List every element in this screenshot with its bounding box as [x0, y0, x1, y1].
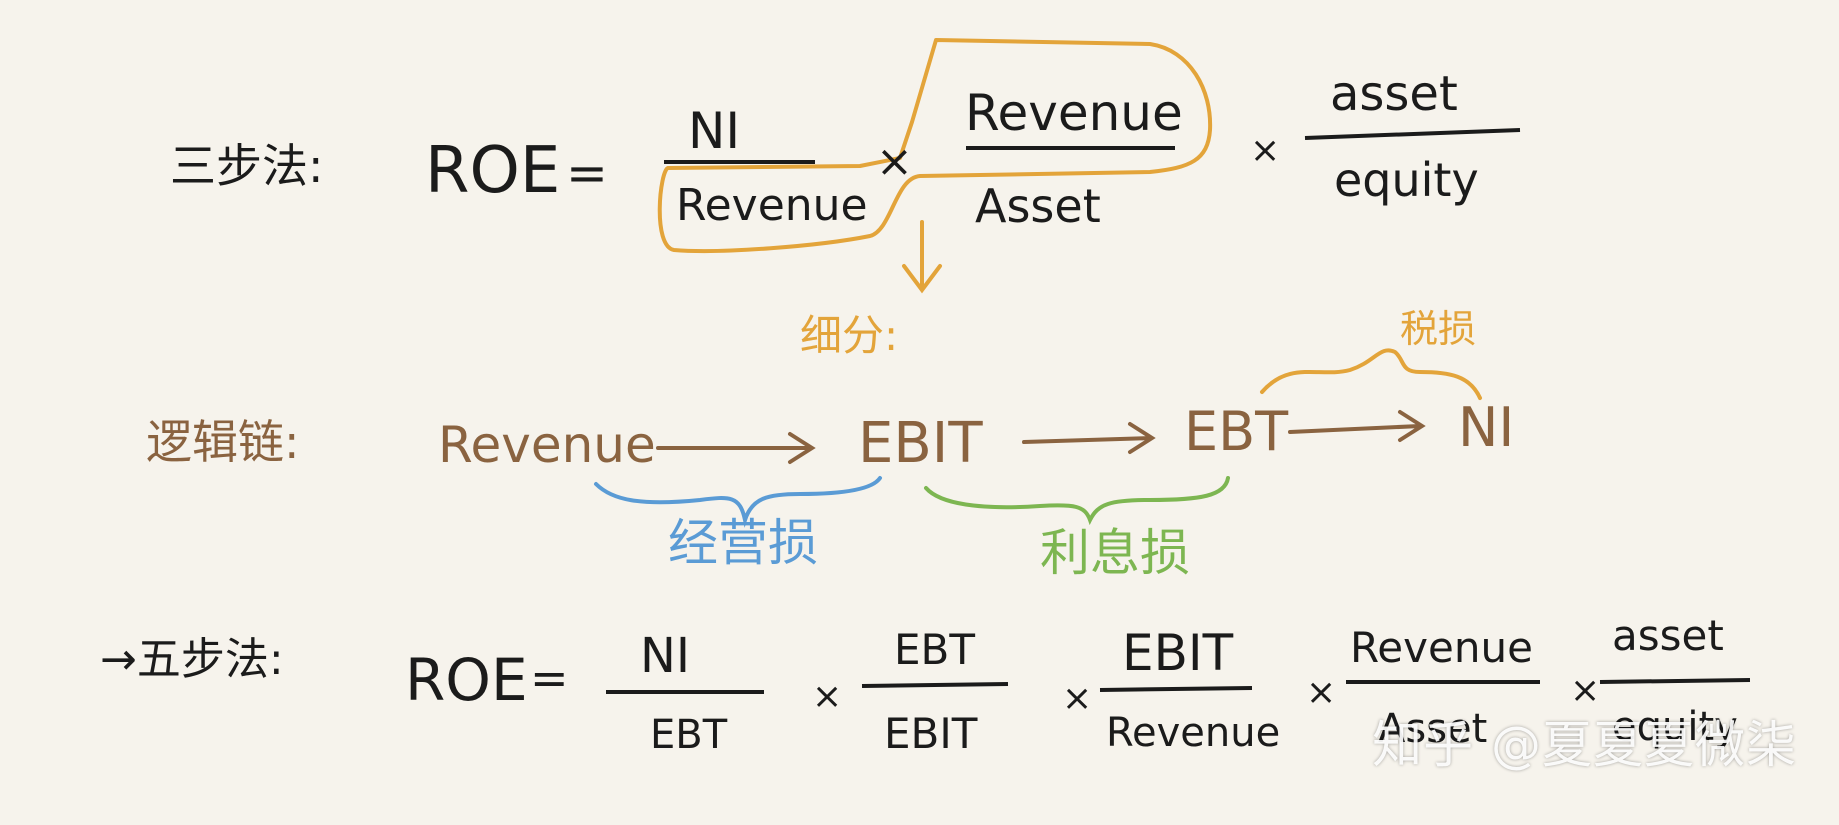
- row3-equals: =: [530, 651, 569, 705]
- chain-arrow-1: [656, 432, 816, 464]
- row1-equals: =: [566, 144, 608, 202]
- row1-f3-bar: [1304, 128, 1521, 140]
- row1-f1-numerator: NI: [688, 102, 740, 160]
- chain-label: 逻辑链:: [146, 415, 300, 469]
- tax-arc: [1260, 348, 1482, 400]
- row1-f1-denominator: Revenue: [676, 180, 868, 231]
- chain-node-ni: NI: [1458, 396, 1514, 459]
- watermark: 知乎 @夏夏夏微柒: [1372, 716, 1797, 774]
- row1-times-2: ×: [1250, 130, 1280, 171]
- row3-f4-numerator: Revenue: [1350, 623, 1533, 672]
- green-brace-label: 利息损: [1040, 524, 1190, 582]
- row3-f5-denominator: equity: [1612, 704, 1738, 750]
- row1-f2-denominator: Asset: [975, 179, 1101, 233]
- row3-roe: ROE: [405, 646, 528, 714]
- orange-highlight-outline: [657, 38, 1213, 254]
- row3-f5-numerator: asset: [1612, 611, 1724, 660]
- chain-arrow-2: [1022, 422, 1156, 454]
- chain-node-revenue: Revenue: [438, 416, 656, 474]
- chain-node-ebit: EBIT: [858, 411, 983, 476]
- row3-f2-bar: [861, 682, 1009, 688]
- row3-f2-denominator: EBIT: [884, 709, 978, 758]
- detail-label: 细分:: [800, 311, 898, 360]
- row3-f1-denominator: EBT: [650, 712, 728, 758]
- row1-f3-numerator: asset: [1330, 66, 1458, 122]
- green-brace: [924, 476, 1230, 526]
- row3-times-4: ×: [1570, 670, 1600, 711]
- row3-label: →五步法:: [100, 634, 284, 685]
- row3-f3-numerator: EBIT: [1122, 624, 1234, 682]
- row3-f2-numerator: EBT: [894, 625, 975, 674]
- row3-times-2: ×: [1062, 678, 1092, 719]
- row3-f3-bar: [1099, 686, 1253, 692]
- blue-brace: [594, 476, 882, 528]
- row1-label: 三步法:: [170, 139, 324, 193]
- row3-times-1: ×: [812, 676, 842, 717]
- orange-down-arrow: [902, 220, 942, 294]
- row1-times-1: ×: [876, 136, 913, 187]
- chain-arrow-3: [1288, 410, 1426, 442]
- row3-f4-denominator: Asset: [1378, 706, 1487, 752]
- row1-roe: ROE: [425, 134, 560, 208]
- row3-f1-numerator: NI: [640, 628, 690, 684]
- row1-f2-numerator: Revenue: [965, 84, 1183, 142]
- row1-f3-denominator: equity: [1334, 153, 1479, 207]
- blue-brace-label: 经营损: [668, 514, 818, 572]
- row3-f5-bar: [1599, 678, 1751, 684]
- row3-times-3: ×: [1306, 672, 1336, 713]
- tax-label: 税损: [1400, 307, 1476, 351]
- chain-node-ebt: EBT: [1184, 400, 1289, 463]
- row3-f3-denominator: Revenue: [1106, 710, 1280, 756]
